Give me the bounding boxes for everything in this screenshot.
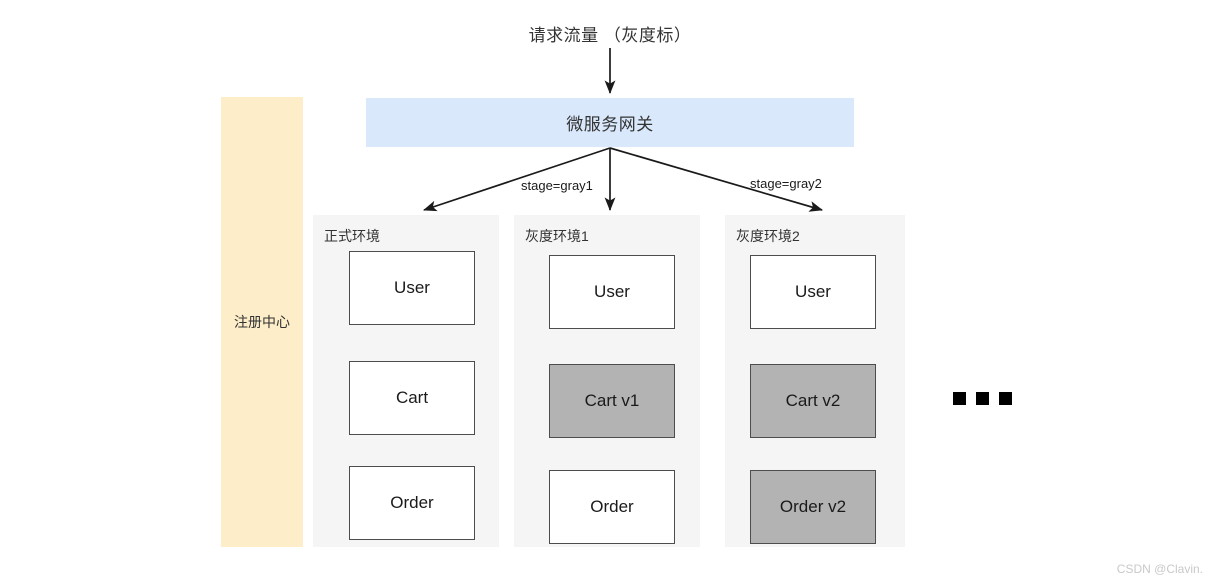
service-label: Order v2 [779, 497, 847, 516]
service-box-env2-cart-v1[interactable]: Cart v1 [549, 364, 675, 438]
registry-center-label: 注册中心 [234, 314, 290, 330]
service-box-env1-user[interactable]: User [349, 251, 475, 325]
ellipsis-dot-icon [999, 392, 1012, 405]
service-box-env1-cart[interactable]: Cart [349, 361, 475, 435]
gateway-label: 微服务网关 [566, 115, 654, 134]
service-box-env3-order-v2[interactable]: Order v2 [750, 470, 876, 544]
env-title-gray1: 灰度环境1 [525, 228, 589, 244]
ellipsis-dot-icon [953, 392, 966, 405]
service-box-env3-user[interactable]: User [750, 255, 876, 329]
page-title: 请求流量 （灰度标） [528, 26, 692, 45]
service-box-env1-order[interactable]: Order [349, 466, 475, 540]
service-box-env2-order[interactable]: Order [549, 470, 675, 544]
service-label: Cart v2 [785, 391, 841, 410]
edge-label-gray1: stage=gray1 [521, 178, 593, 193]
service-label: Order [590, 497, 634, 516]
service-box-env2-user[interactable]: User [549, 255, 675, 329]
ellipsis-dot-icon [976, 392, 989, 405]
env-title-production: 正式环境 [324, 228, 380, 244]
service-box-env3-cart-v2[interactable]: Cart v2 [750, 364, 876, 438]
service-label: Order [390, 493, 434, 512]
env-title-gray2: 灰度环境2 [736, 228, 800, 244]
gateway-box[interactable]: 微服务网关 [366, 98, 854, 147]
service-label: User [394, 278, 430, 297]
watermark: CSDN @Clavin. [1116, 562, 1203, 576]
service-label: User [594, 282, 630, 301]
service-label: Cart v1 [584, 391, 640, 410]
service-label: Cart [395, 388, 429, 407]
service-label: User [795, 282, 831, 301]
edge-label-gray2: stage=gray2 [750, 176, 822, 191]
more-environments-ellipsis [953, 392, 1012, 405]
registry-center-panel[interactable]: 注册中心 [221, 97, 303, 547]
